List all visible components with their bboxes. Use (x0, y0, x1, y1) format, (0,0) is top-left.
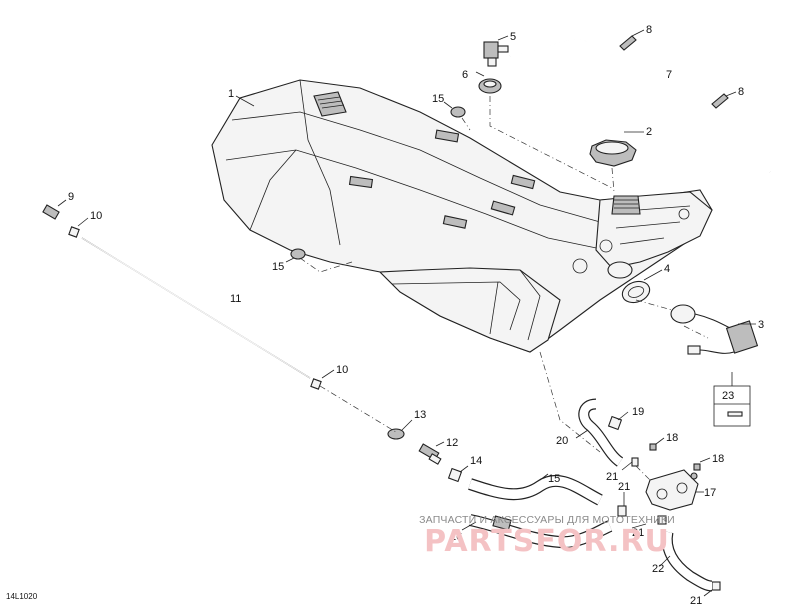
fuel-tank (211, 79, 713, 353)
callout-12: 12 (446, 437, 458, 449)
figure-id: 14L1020 (6, 592, 38, 601)
nut-14 (447, 467, 463, 483)
grommet-15-top (450, 106, 466, 118)
grommet-15-left (290, 248, 306, 260)
clamp-21d (711, 581, 721, 591)
watermark: ЗАПЧАСТИ И АКСЕССУАРЫ ДЛЯ МОТОТЕХНИКИ PA… (312, 514, 782, 559)
kit-box-23 (713, 385, 751, 427)
nut-18b (693, 463, 701, 471)
callout-labels: 1 2 3 4 5 6 7 8 8 9 10 10 11 12 13 14 15… (68, 24, 764, 607)
clamp-21a (631, 457, 639, 467)
callout-8-top: 8 (646, 24, 652, 36)
leader-lines (57, 29, 756, 597)
vent-hose (509, 37, 771, 173)
cable (81, 237, 311, 379)
valve-17 (645, 469, 699, 511)
assembly-lines (299, 96, 709, 481)
callout-20: 20 (556, 435, 568, 447)
fuel-hose-15 (468, 474, 603, 506)
callout-5: 5 (510, 31, 516, 43)
callout-21-a: 21 (606, 471, 618, 483)
callout-21-c: 21 (632, 527, 644, 539)
fuel-hose-16 (468, 514, 613, 549)
nut-18a (649, 443, 657, 451)
callout-18-left: 18 (666, 432, 678, 444)
cable-clip-bottom (310, 378, 322, 390)
callout-10-bottom: 10 (336, 364, 348, 376)
hose-clip-top (619, 35, 637, 51)
callout-9: 9 (68, 191, 74, 203)
level-sensor-harness (670, 304, 759, 355)
clamp-21c (657, 515, 667, 525)
callout-6: 6 (462, 69, 468, 81)
callout-15-left: 15 (272, 261, 284, 273)
callout-19: 19 (632, 406, 644, 418)
watermark-logo: PARTSFOR.RU (424, 524, 670, 559)
hose-20 (578, 398, 624, 467)
callout-17: 17 (704, 487, 716, 499)
callout-2: 2 (646, 126, 652, 138)
callout-18-right: 18 (712, 453, 724, 465)
cable-end (42, 204, 60, 220)
filler-cap (589, 139, 637, 167)
callout-11: 11 (230, 293, 241, 305)
callout-7: 7 (666, 69, 672, 81)
callout-23: 23 (722, 390, 734, 402)
callout-16: 16 (450, 531, 462, 543)
callout-1: 1 (228, 88, 234, 100)
clamp-21b (617, 505, 627, 517)
callout-14: 14 (470, 455, 482, 467)
vent-valve (483, 41, 509, 67)
pump-lock-ring (621, 280, 651, 304)
callout-3: 3 (758, 319, 764, 331)
hose-22 (661, 530, 713, 592)
callout-10-top: 10 (90, 210, 102, 222)
grommet-13 (387, 428, 405, 440)
callout-21-d: 21 (690, 595, 702, 607)
callout-21-b: 21 (618, 481, 630, 493)
grommet (478, 78, 502, 94)
callout-13: 13 (414, 409, 426, 421)
cable-clip-top (68, 226, 80, 238)
callout-15-bottom: 15 (548, 473, 560, 485)
hose-clip-right (711, 93, 729, 109)
fitting-12 (418, 443, 442, 465)
callout-8-right: 8 (738, 86, 744, 98)
callout-4: 4 (664, 263, 670, 275)
watermark-tagline: ЗАПЧАСТИ И АКСЕССУАРЫ ДЛЯ МОТОТЕХНИКИ (419, 514, 675, 526)
callout-15-top: 15 (432, 93, 444, 105)
callout-22: 22 (652, 563, 664, 575)
